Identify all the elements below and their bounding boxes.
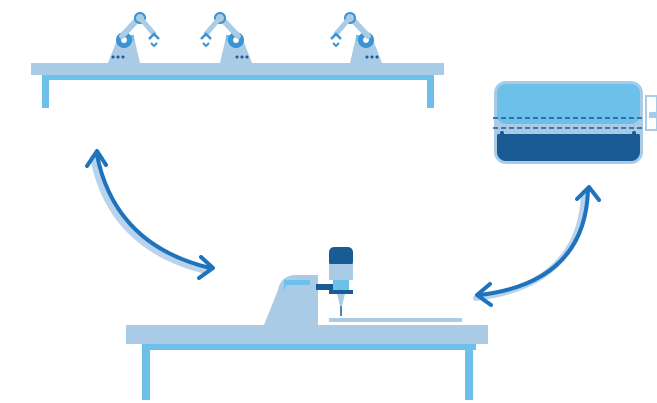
plotter-apron <box>142 344 476 350</box>
curved-double-arrow-icon <box>476 187 599 305</box>
robot-arm-icon <box>108 13 159 63</box>
robot-arm-icon <box>201 13 252 63</box>
workbench-top <box>31 63 444 75</box>
plotter-leg-right <box>465 344 473 400</box>
cutting-plotter-icon <box>264 247 462 325</box>
plotter-table-top <box>126 325 488 344</box>
plotter-leg-left <box>142 344 150 400</box>
robot-workbench <box>31 63 444 108</box>
curved-double-arrow-icon <box>87 151 213 278</box>
machine-press-icon <box>493 81 657 164</box>
plotter-table <box>126 325 488 400</box>
workbench-apron <box>42 75 434 80</box>
robot-arm-icon <box>331 13 382 63</box>
